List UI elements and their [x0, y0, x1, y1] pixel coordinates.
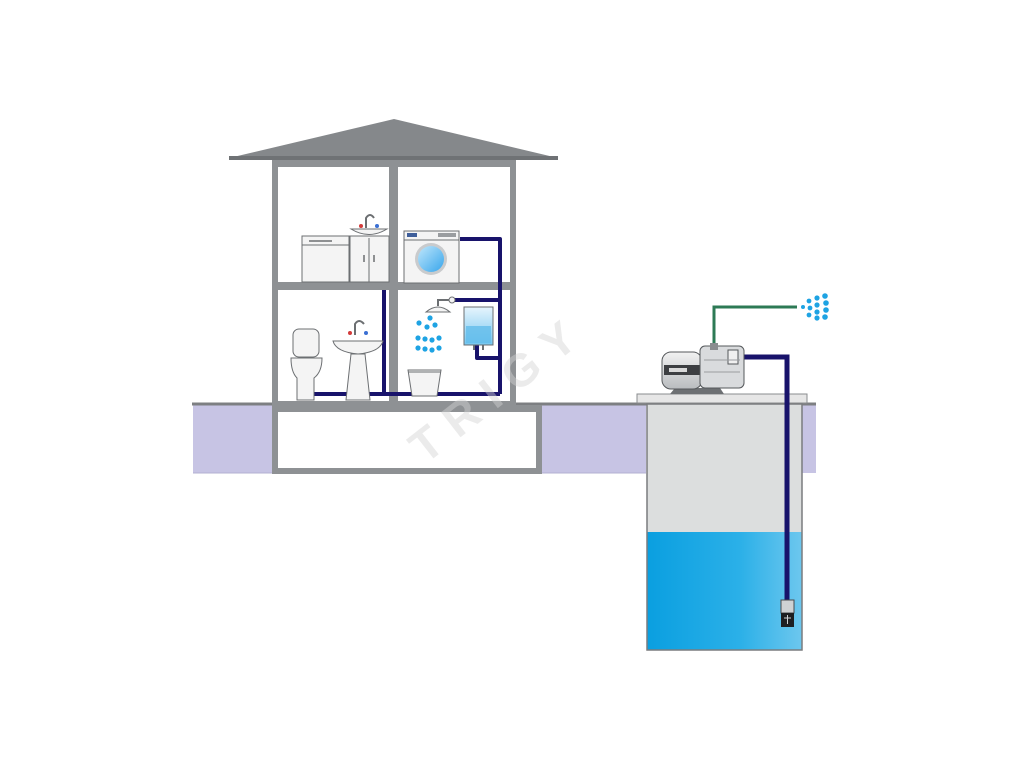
bathroom-sink-icon	[349, 214, 390, 283]
well-water	[647, 532, 802, 650]
roof-eave	[229, 156, 558, 160]
shower-head-icon	[424, 296, 456, 313]
washer-riser	[460, 237, 502, 394]
washing-machine-icon	[403, 230, 460, 284]
well-air	[647, 404, 802, 532]
house-supply-pipes	[313, 237, 502, 396]
foot-valve-icon	[780, 599, 795, 627]
pedestal-sink-icon	[332, 320, 384, 401]
outlet-pipe	[712, 305, 797, 350]
roof-icon	[229, 119, 558, 158]
bucket-icon	[407, 369, 442, 397]
jet-pump-icon	[661, 343, 745, 394]
soil-right	[802, 405, 816, 473]
well-casing	[646, 403, 803, 651]
shower-droplets	[415, 315, 442, 353]
well-cover	[636, 393, 808, 404]
water-heater-icon	[463, 306, 494, 350]
heater-branch	[475, 344, 500, 360]
toilet-icon	[290, 328, 323, 401]
sprinkler-icon	[801, 293, 829, 321]
kitchen-cabinet-icon	[301, 235, 350, 283]
suction-pipe	[738, 354, 790, 602]
house	[229, 119, 558, 474]
well	[636, 393, 808, 651]
basement-room	[278, 412, 536, 468]
